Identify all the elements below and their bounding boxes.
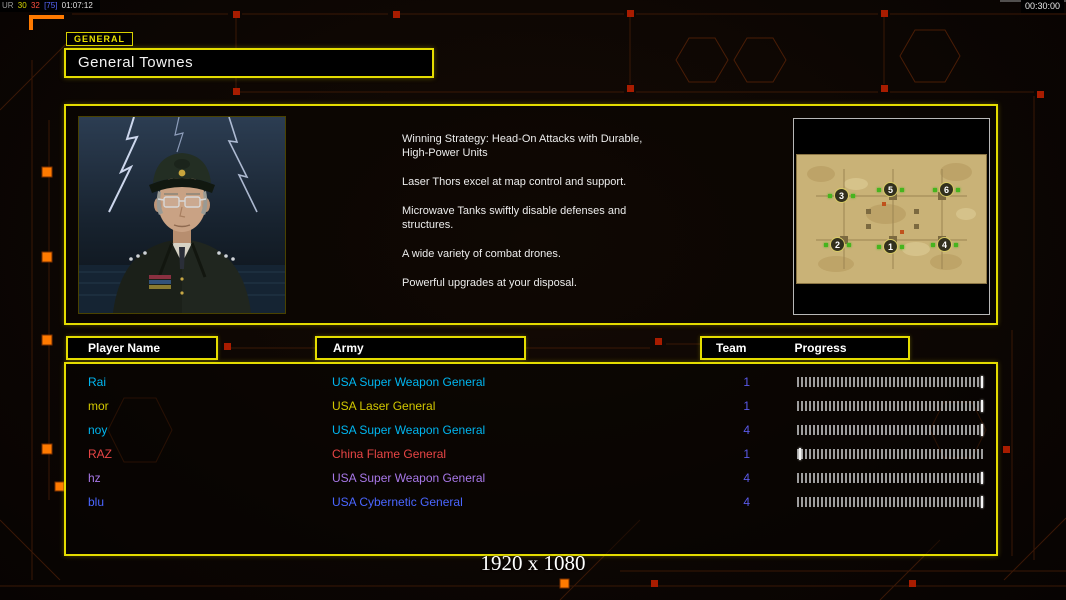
progress-cursor bbox=[981, 376, 984, 388]
header-team-progress: Team Progress bbox=[700, 336, 910, 360]
strategy-line: Laser Thors excel at map control and sup… bbox=[402, 176, 627, 188]
header-progress-label: Progress bbox=[794, 341, 847, 355]
player-team: 4 bbox=[743, 495, 750, 509]
progress-cursor bbox=[981, 496, 984, 508]
general-info-panel: Winning Strategy: Head-On Attacks with D… bbox=[64, 104, 998, 325]
player-progress-bar bbox=[797, 400, 985, 412]
player-name: mor bbox=[88, 399, 109, 413]
player-team: 1 bbox=[743, 399, 750, 413]
player-army: USA Laser General bbox=[332, 399, 436, 413]
perf-segment: 32 bbox=[30, 1, 40, 10]
player-army: USA Super Weapon General bbox=[332, 471, 486, 485]
progress-track bbox=[797, 473, 985, 483]
strategy-line: Powerful upgrades at your disposal. bbox=[402, 277, 577, 289]
player-row: RAZ China Flame General 1 bbox=[66, 442, 996, 466]
perf-segment: UR bbox=[2, 1, 14, 10]
player-team: 4 bbox=[743, 471, 750, 485]
player-army: USA Super Weapon General bbox=[332, 423, 486, 437]
player-row: noy USA Super Weapon General 4 bbox=[66, 418, 996, 442]
performance-counter: UR 30 32 [75] 01:07:12 bbox=[0, 0, 100, 12]
player-army: USA Cybernetic General bbox=[332, 495, 463, 509]
general-tab-label: GENERAL bbox=[66, 32, 134, 46]
player-team: 1 bbox=[743, 375, 750, 389]
map-start-marker: 2 bbox=[824, 237, 851, 252]
map-start-marker: 4 bbox=[931, 237, 958, 252]
progress-cursor bbox=[981, 472, 984, 484]
map-preview-image: 3 5 6 2 1 4 bbox=[796, 154, 987, 284]
player-progress-bar bbox=[797, 424, 985, 436]
player-progress-bar bbox=[797, 448, 985, 460]
general-title-box: General Townes bbox=[64, 48, 434, 78]
progress-cursor bbox=[981, 400, 984, 412]
perf-segment: 30 bbox=[17, 1, 27, 10]
player-name: noy bbox=[88, 423, 108, 437]
strategy-line: A wide variety of combat drones. bbox=[402, 248, 561, 260]
player-list-panel: Rai USA Super Weapon General 1 mor USA L… bbox=[64, 362, 998, 556]
player-team: 1 bbox=[743, 447, 750, 461]
perf-segment: [75] bbox=[44, 1, 58, 10]
header-army-label: Army bbox=[333, 341, 364, 355]
strategy-line: Microwave Tanks swiftly disable defenses… bbox=[402, 205, 627, 231]
player-army: China Flame General bbox=[332, 447, 447, 461]
map-start-marker: 6 bbox=[933, 182, 960, 197]
player-row: blu USA Cybernetic General 4 bbox=[66, 490, 996, 514]
perf-segment: 01:07:12 bbox=[61, 1, 93, 10]
general-name: General Townes bbox=[78, 54, 194, 71]
header-army: Army bbox=[315, 336, 526, 360]
map-preview-panel: 3 5 6 2 1 4 bbox=[793, 118, 990, 315]
player-name: Rai bbox=[88, 375, 107, 389]
progress-cursor bbox=[981, 424, 984, 436]
player-row: mor USA Laser General 1 bbox=[66, 394, 996, 418]
player-army: USA Super Weapon General bbox=[332, 375, 486, 389]
progress-cursor bbox=[798, 448, 801, 460]
header-team-label: Team bbox=[716, 341, 747, 355]
strategy-line: Winning Strategy: Head-On Attacks with D… bbox=[402, 133, 643, 159]
player-name: RAZ bbox=[88, 447, 112, 461]
header-player-name-label: Player Name bbox=[88, 341, 161, 355]
player-row: Rai USA Super Weapon General 1 bbox=[66, 370, 996, 394]
resolution-label: 1920 x 1080 bbox=[480, 551, 586, 575]
progress-track bbox=[797, 497, 985, 507]
progress-track bbox=[797, 377, 985, 387]
strategy-text: Winning Strategy: Head-On Attacks with D… bbox=[402, 132, 774, 305]
player-row: hz USA Super Weapon General 4 bbox=[66, 466, 996, 490]
player-progress-bar bbox=[797, 376, 985, 388]
map-terrain bbox=[796, 154, 987, 284]
progress-track bbox=[797, 401, 985, 411]
player-progress-bar bbox=[797, 496, 985, 508]
general-portrait bbox=[78, 116, 286, 314]
header-player-name: Player Name bbox=[66, 336, 218, 360]
progress-track bbox=[797, 449, 985, 459]
player-name: hz bbox=[88, 471, 101, 485]
match-timer: 00:30:00 bbox=[1020, 0, 1064, 13]
general-portrait-image bbox=[79, 116, 285, 313]
player-team: 4 bbox=[743, 423, 750, 437]
player-progress-bar bbox=[797, 472, 985, 484]
map-start-marker: 3 bbox=[828, 188, 855, 203]
map-start-marker: 1 bbox=[877, 239, 904, 254]
progress-track bbox=[797, 425, 985, 435]
player-name: blu bbox=[88, 495, 105, 509]
map-start-marker: 5 bbox=[877, 182, 904, 197]
